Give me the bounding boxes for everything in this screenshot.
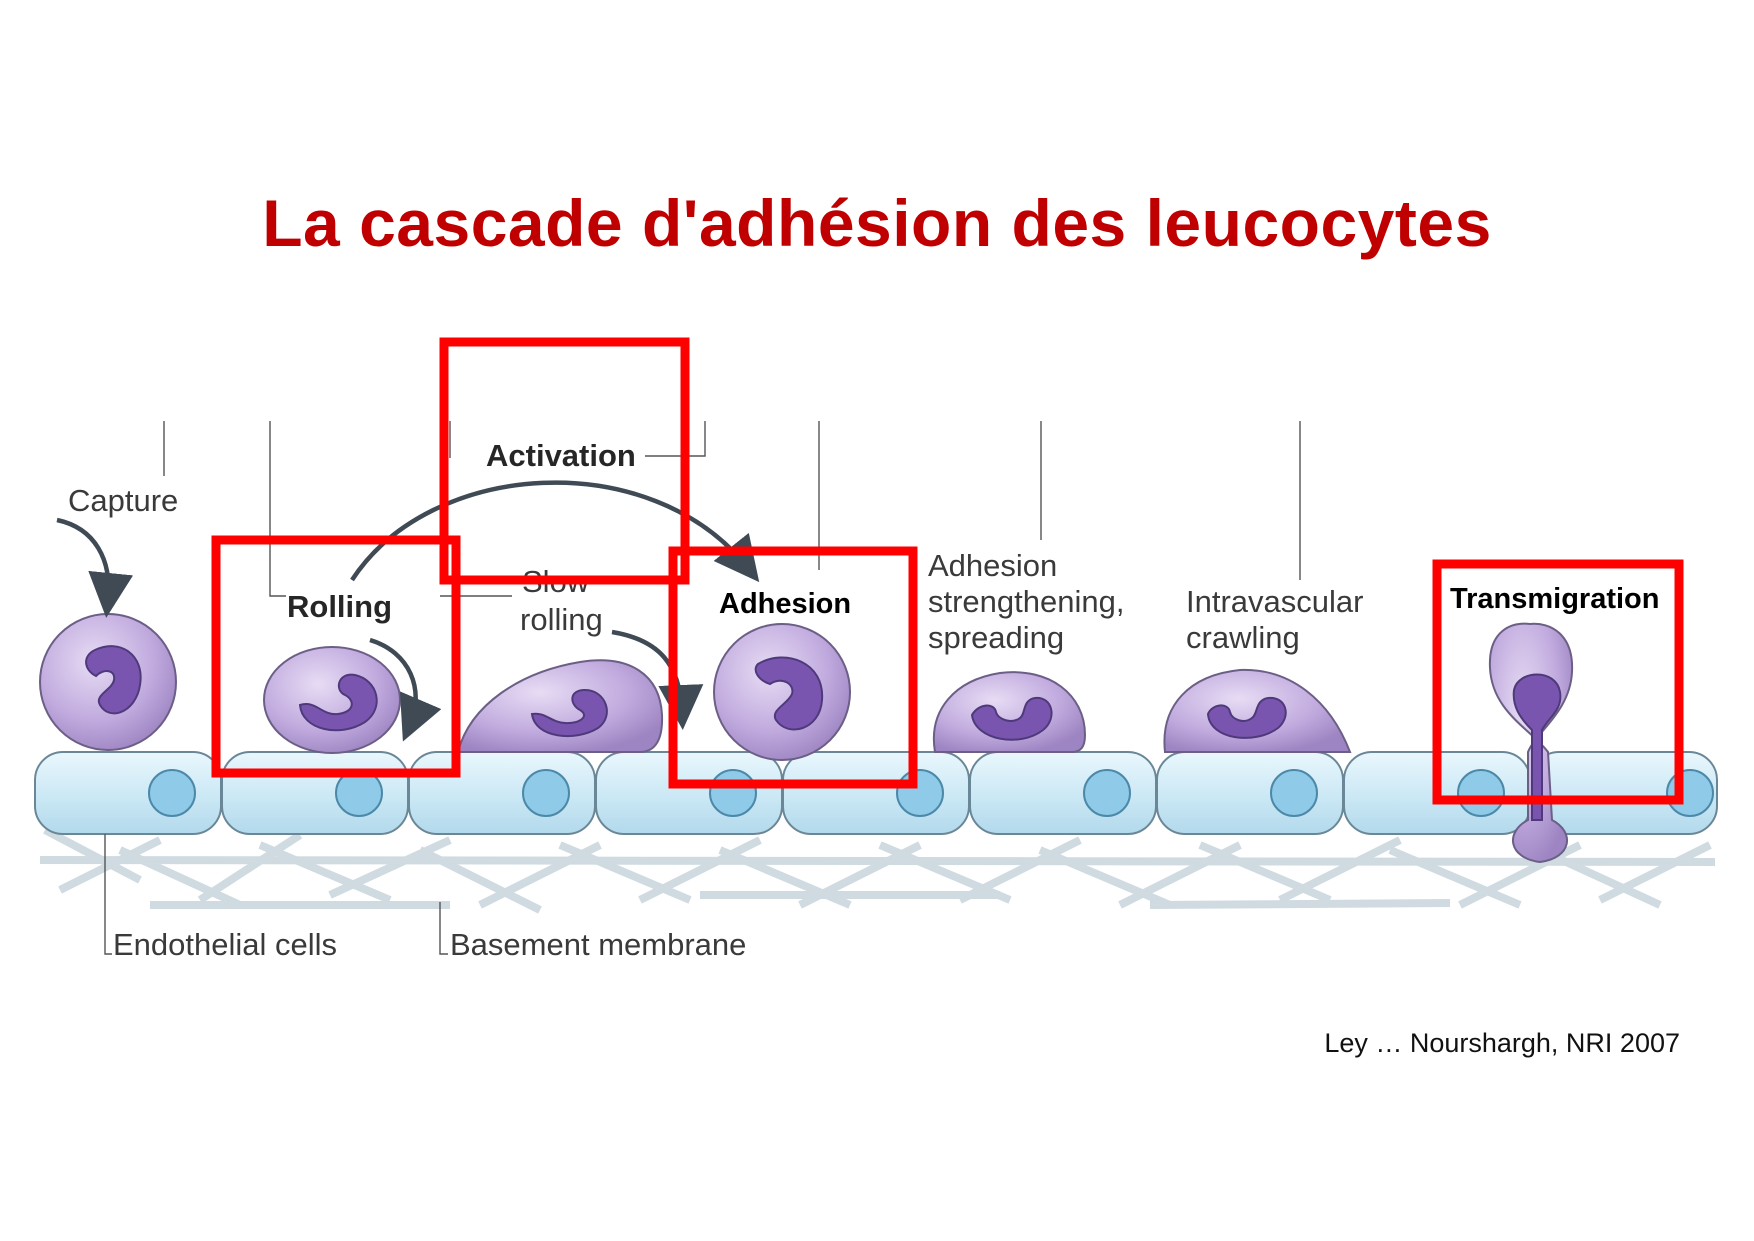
highlight-box-rolling: [211, 535, 461, 778]
citation: Ley … Nourshargh, NRI 2007: [1324, 1028, 1680, 1058]
transmigration-label: Transmigration: [1450, 583, 1660, 615]
endothelial-cells-label: Endothelial cells: [113, 927, 337, 962]
leukocyte-slow-rolling: [456, 659, 664, 753]
endothelial-cell-layer: [34, 751, 1718, 835]
endothelial-nucleus: [896, 769, 944, 817]
leukocyte-transmigration: [1488, 622, 1574, 864]
intravascular-crawling-label-line2: crawling: [1186, 620, 1300, 655]
basement-membrane-fibers: [39, 826, 1716, 914]
leukocyte-adhesion: [713, 623, 851, 761]
endothelial-nucleus: [522, 769, 570, 817]
leukocyte-adhesion-strengthening: [932, 671, 1087, 753]
capture-arrow: [56, 517, 134, 618]
slow-rolling-label-line2: rolling: [520, 602, 603, 637]
adhesion-label: Adhesion: [719, 588, 851, 620]
highlight-boxes: [211, 337, 1684, 805]
highlight-box-transmigration: [1432, 559, 1684, 805]
capture-label: Capture: [68, 483, 178, 518]
rolling-arrow: [369, 637, 442, 742]
endothelial-nucleus: [1457, 769, 1505, 817]
endothelial-nucleus: [1270, 769, 1318, 817]
highlight-box-activation: [439, 337, 690, 585]
endothelial-nucleus: [148, 769, 196, 817]
highlight-box-adhesion: [668, 546, 918, 789]
endothelial-nucleus: [1666, 769, 1714, 817]
rolling-label: Rolling: [287, 589, 392, 624]
activation-label: Activation: [486, 438, 636, 473]
adhesion-strengthening-label-line3: spreading: [928, 620, 1064, 655]
endothelial-nucleus: [1083, 769, 1131, 817]
slide-title: La cascade d'adhésion des leucocytes: [262, 186, 1492, 260]
label-leader-lines: [104, 421, 1301, 955]
endothelial-nucleus: [709, 769, 757, 817]
leukocyte-capture: [39, 613, 177, 751]
intravascular-crawling-label-line1: Intravascular: [1186, 584, 1363, 619]
leukocyte-intravascular-crawling: [1163, 668, 1352, 753]
basement-membrane-label: Basement membrane: [450, 927, 746, 962]
adhesion-strengthening-label-line1: Adhesion: [928, 548, 1057, 583]
adhesion-strengthening-label-line2: strengthening,: [928, 584, 1124, 619]
slow-rolling-arrow: [611, 629, 704, 730]
leukocyte-rolling: [263, 646, 401, 754]
